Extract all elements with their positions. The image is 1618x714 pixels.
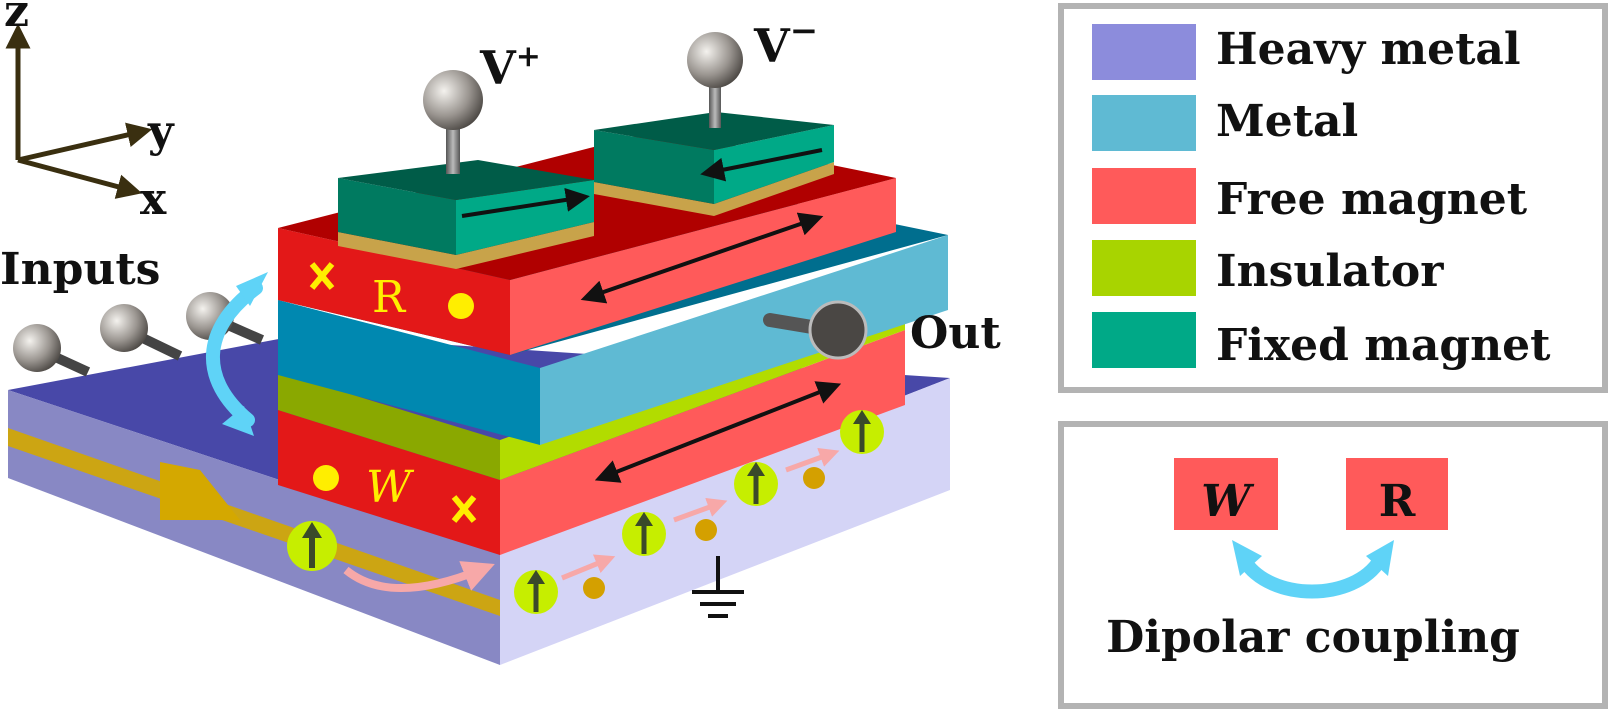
coupling-arrowhead-top bbox=[236, 272, 268, 306]
spin-up-icon bbox=[840, 410, 884, 454]
read-magnet-markers bbox=[309, 262, 474, 319]
cross-icon bbox=[451, 495, 477, 523]
spin-current-arrows bbox=[343, 448, 840, 593]
coupling-arrowhead-left bbox=[1232, 540, 1262, 576]
coupling-arrowhead-right bbox=[1366, 540, 1394, 576]
cross-icon bbox=[309, 262, 335, 290]
legend-swatch-heavy-metal bbox=[1092, 24, 1196, 80]
legend-swatch-fixed-magnet bbox=[1092, 312, 1196, 368]
stack-dipolar-coupling-arrow bbox=[206, 281, 263, 427]
dipolar-coupling-panel: W R Dipolar coupling bbox=[1058, 421, 1608, 709]
coupling-arrowhead-bottom bbox=[222, 406, 254, 436]
legend-swatch-free-magnet bbox=[1092, 168, 1196, 224]
dot-icon bbox=[313, 465, 339, 491]
v-plus-probe bbox=[423, 70, 483, 174]
legend-swatch-metal bbox=[1092, 95, 1196, 151]
coupling-double-arrow bbox=[1237, 553, 1387, 599]
legend-label-free-magnet: Free magnet bbox=[1216, 174, 1528, 225]
legend-label-heavy-metal: Heavy metal bbox=[1216, 24, 1521, 75]
out-probe bbox=[763, 300, 868, 360]
v-minus-probe bbox=[687, 32, 743, 128]
legend-label-insulator: Insulator bbox=[1216, 246, 1444, 297]
axis-z-label: z bbox=[4, 0, 29, 37]
ground-icon bbox=[692, 556, 744, 618]
coupling-read-block bbox=[1346, 458, 1448, 530]
spin-up-icon bbox=[622, 512, 666, 556]
fixed-magnet-v-plus bbox=[338, 160, 594, 269]
coupling-write-letter: W bbox=[1201, 476, 1255, 527]
write-magnet-markers bbox=[313, 465, 477, 523]
legend: Heavy metal Metal Free magnet Insulator … bbox=[1058, 3, 1608, 393]
write-magnet-easy-axis-arrow bbox=[594, 381, 842, 483]
fixed-magnet-v-minus bbox=[594, 112, 834, 216]
inputs-label: Inputs bbox=[0, 244, 160, 295]
read-magnet-easy-axis-arrow bbox=[580, 212, 824, 304]
coordinate-axes: z y x bbox=[4, 0, 175, 225]
legend-label-fixed-magnet: Fixed magnet bbox=[1216, 320, 1551, 371]
legend-label-metal: Metal bbox=[1216, 96, 1358, 147]
spin-up-icon bbox=[287, 521, 337, 571]
input-probes bbox=[13, 292, 265, 377]
axis-y-label: y bbox=[147, 106, 175, 157]
legend-swatch-insulator bbox=[1092, 240, 1196, 296]
spin-up-icon bbox=[514, 570, 558, 614]
axis-x-label: x bbox=[140, 174, 167, 225]
spin-up-icon bbox=[734, 462, 778, 506]
out-label: Out bbox=[910, 308, 1001, 359]
coupling-caption: Dipolar coupling bbox=[1106, 612, 1520, 663]
spin-markers bbox=[287, 410, 884, 614]
coupling-write-block bbox=[1174, 458, 1278, 530]
write-magnet-letter: W bbox=[366, 462, 415, 513]
v-plus-label: V+ bbox=[479, 39, 541, 95]
coupling-read-letter: R bbox=[1379, 476, 1416, 527]
read-magnet-letter: R bbox=[372, 272, 407, 323]
dot-icon bbox=[448, 293, 474, 319]
v-minus-label: V− bbox=[753, 11, 818, 73]
